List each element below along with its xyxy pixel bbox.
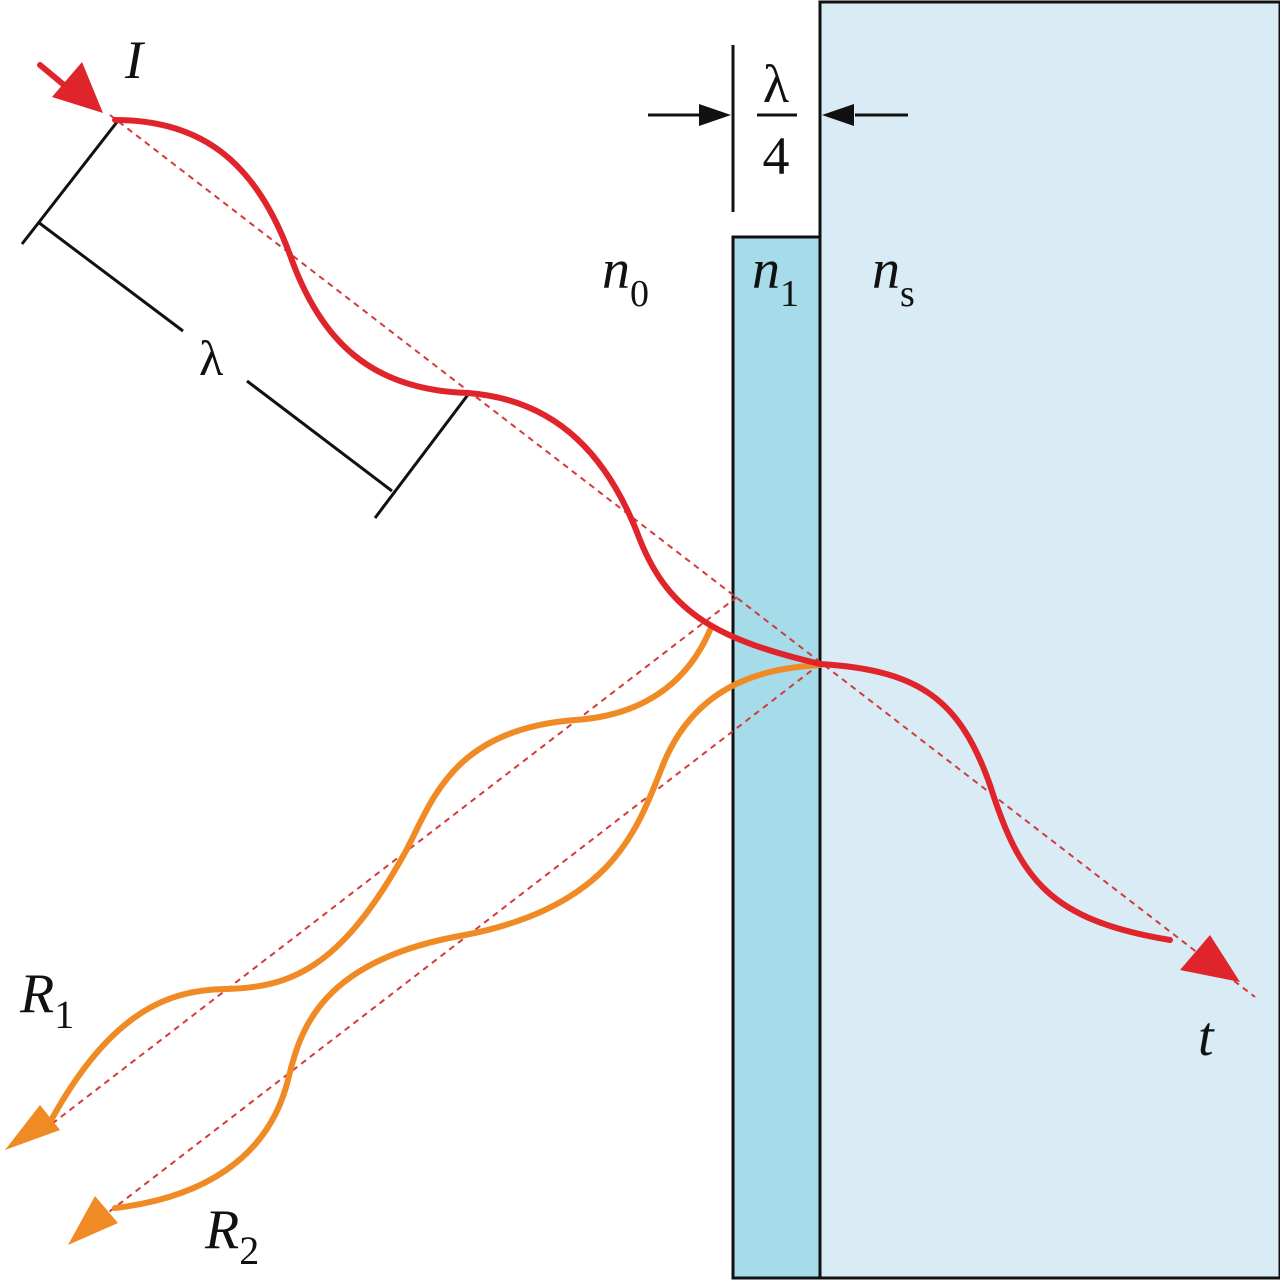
label-r1: R1 — [19, 963, 74, 1037]
label-r1-base: R — [19, 963, 54, 1025]
label-quarter-denominator: 4 — [763, 126, 790, 186]
substrate-region — [818, 0, 1280, 1280]
label-r2: R2 — [204, 1199, 259, 1273]
label-ns-sub: s — [900, 273, 915, 315]
label-n0-sub: 0 — [630, 273, 649, 315]
label-n1-base: n — [752, 239, 780, 301]
label-n1: n1 — [752, 239, 799, 315]
reflected-ray-r1-arrowhead — [5, 1105, 60, 1150]
guide-lines — [39, 114, 1256, 1216]
reflected-ray-r2-arrowhead — [68, 1196, 118, 1245]
label-r2-base: R — [204, 1199, 239, 1261]
label-ns-base: n — [872, 239, 900, 301]
label-r1-sub: 1 — [54, 992, 74, 1037]
incident-arrowhead — [52, 62, 103, 113]
transmitted-ray — [817, 661, 1173, 943]
label-quarter-numerator: λ — [763, 54, 789, 114]
reflected-ray-r2 — [112, 662, 823, 1211]
thickness-marker — [648, 45, 908, 212]
label-incident: I — [124, 30, 146, 90]
label-n0: n0 — [602, 239, 649, 315]
label-n0-base: n — [602, 239, 630, 301]
coating-layer — [731, 235, 822, 1280]
label-transmitted: t — [1198, 1006, 1215, 1068]
wavelength-bracket — [20, 121, 472, 519]
reflected-ray-r1 — [45, 627, 713, 1129]
label-r2-sub: 2 — [239, 1228, 259, 1273]
label-ns: ns — [872, 239, 915, 315]
label-wavelength: λ — [199, 330, 223, 386]
label-n1-sub: 1 — [780, 273, 799, 315]
transmitted-ray-arrowhead — [1180, 935, 1240, 982]
incident-ray — [112, 117, 823, 667]
